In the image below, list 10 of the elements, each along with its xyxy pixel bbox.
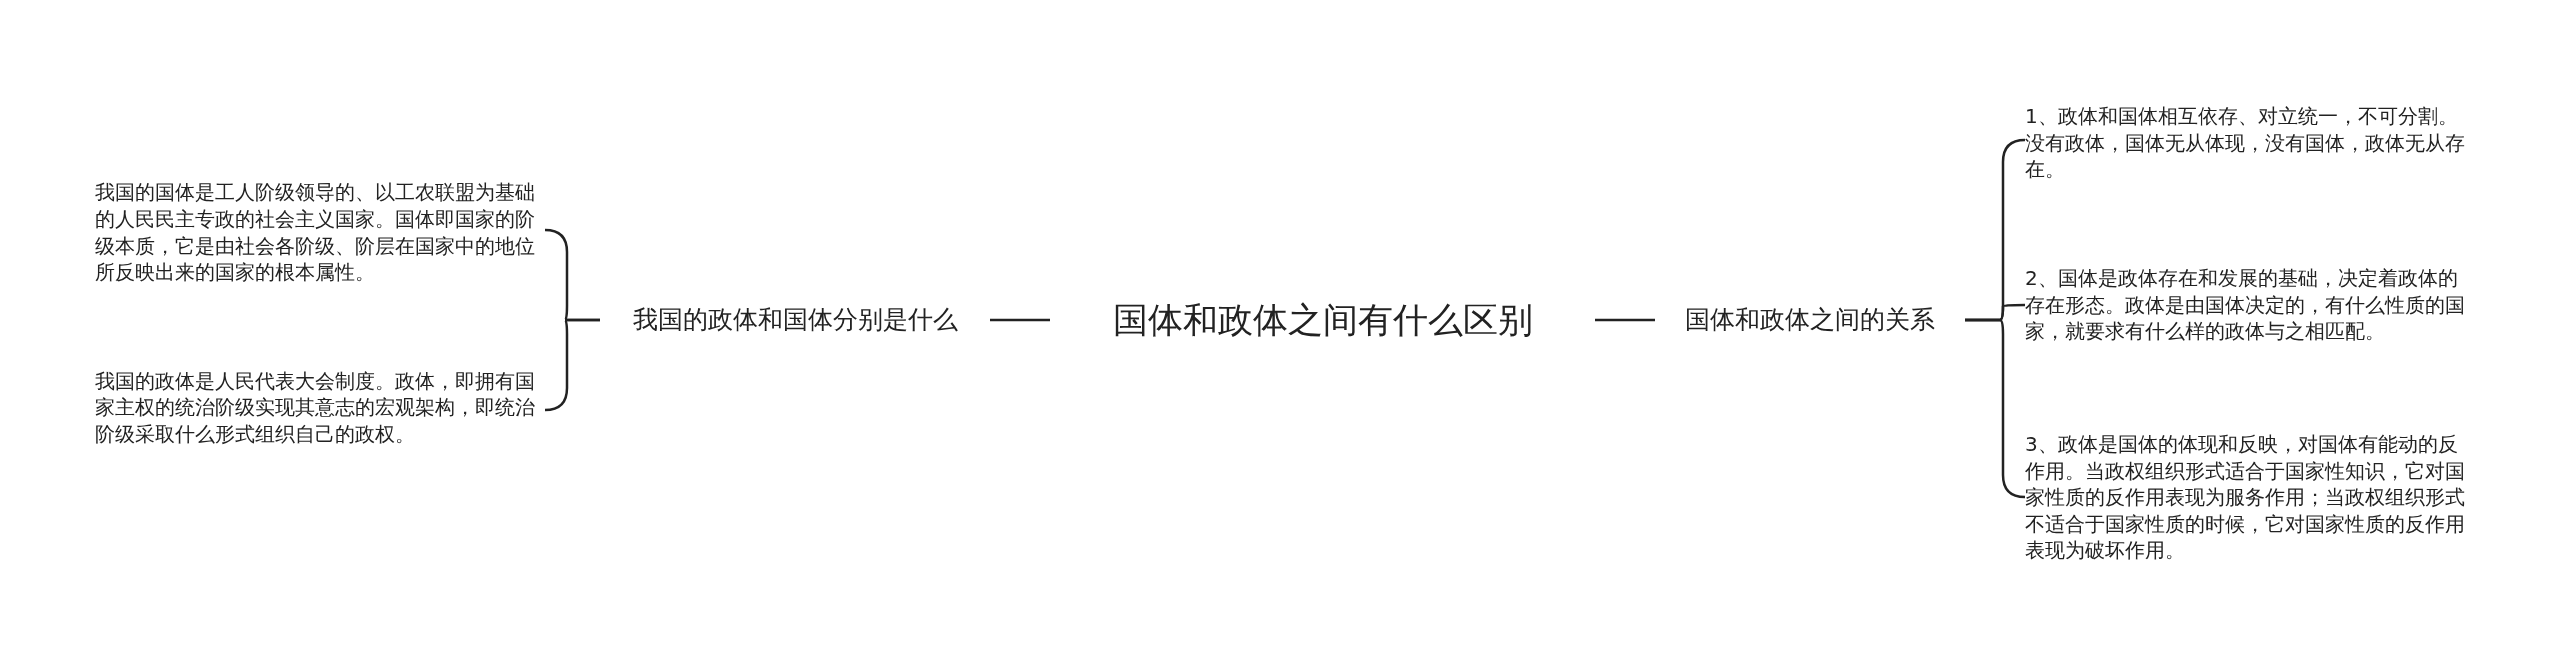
leaf-text: 3、政体是国体的体现和反映，对国体有能动的反作用。当政权组织形式适合于国家性知识，它对国家性质的反作用表现为服务作用；当政权组织形式不适合于国家性质的时候，它对国家性质的反作用表现为破坏作用。 [2025, 431, 2466, 564]
leaf-text: 2、国体是政体存在和发展的基础，决定着政体的存在形态。政体是由国体决定的，有什么性质的国家，就要求有什么样的政体与之相匹配。 [2025, 265, 2466, 345]
connector-line [990, 318, 1050, 322]
connector-line [1595, 318, 1655, 322]
leaf-text: 1、政体和国体相互依存、对立统一，不可分割。没有政体，国体无从体现，没有国体，政体无从存在。 [2025, 103, 2466, 183]
branch-topic: 我国的政体和国体分别是什么 [632, 304, 958, 337]
central-topic: 国体和政体之间有什么区别 [1112, 298, 1533, 342]
leaf-text: 我国的政体是人民代表大会制度。政体，即拥有国家主权的统治阶级实现其意志的宏观架构，即统治阶级采取什么形式组织自己的政权。 [95, 367, 536, 448]
branch-topic: 国体和政体之间的关系 [1685, 304, 1935, 337]
leaf-text: 我国的国体是工人阶级领导的、以工农联盟为基础的人民民主专政的社会主义国家。国体即国家的阶级本质，它是由社会各阶级、阶层在国家中的地位所反映出来的国家的根本属性。 [95, 179, 536, 286]
